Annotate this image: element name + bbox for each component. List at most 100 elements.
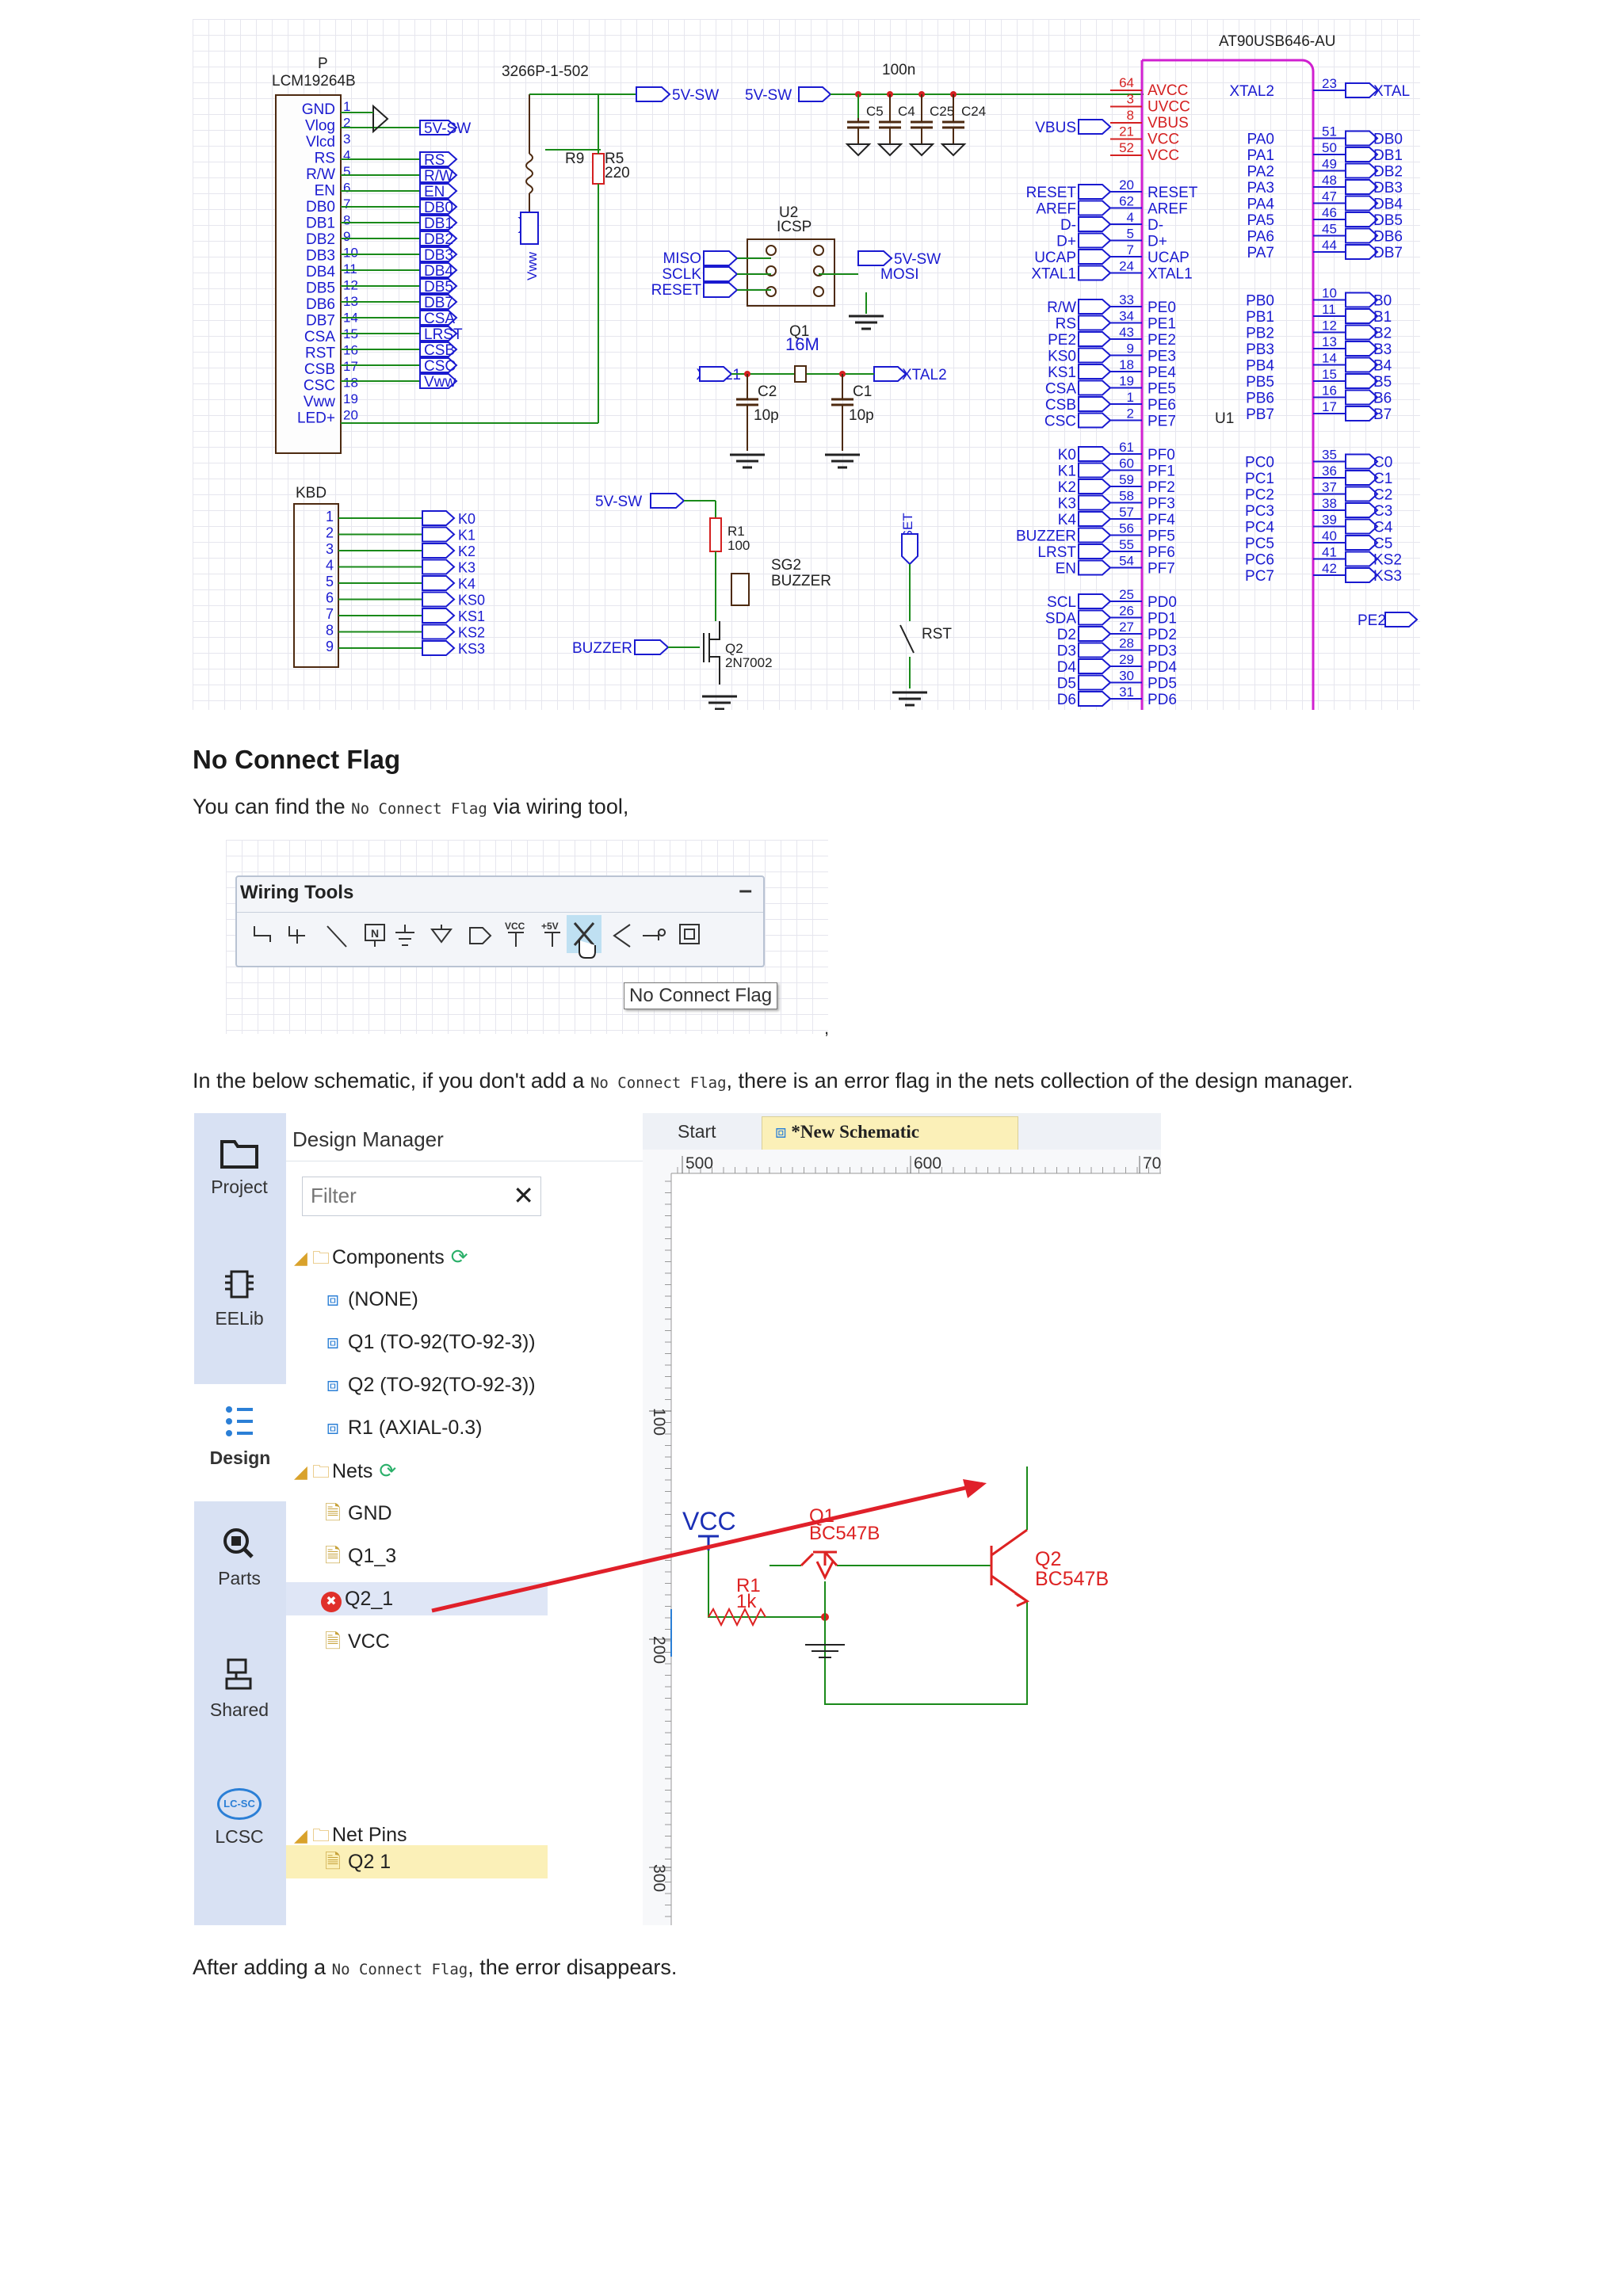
nav-design[interactable]: Design <box>194 1384 286 1501</box>
schematic-tab-icon: ⧈ <box>775 1122 787 1142</box>
minimize-button[interactable]: – <box>739 877 752 903</box>
clear-filter-icon[interactable]: ✕ <box>513 1181 534 1210</box>
cap-gnd-0 <box>845 143 872 157</box>
net-icon: 🗎 <box>324 1502 342 1524</box>
pin-icon-path <box>613 924 631 948</box>
lcm-pin-12: DB6 <box>306 296 335 313</box>
gnd-triangle <box>372 104 389 134</box>
wiring-tools-title: Wiring Tools <box>240 882 354 903</box>
filter-input[interactable] <box>303 1177 502 1214</box>
xtal2-flag <box>873 366 907 382</box>
refresh-icon[interactable]: ⟳ <box>450 1245 468 1268</box>
vww-port <box>520 212 539 245</box>
left-pin-15: 60 <box>1119 456 1134 471</box>
kbd-flag-1 <box>422 526 456 543</box>
right-net-2: DB1 <box>1373 147 1403 164</box>
right-pin-5: 47 <box>1322 189 1337 204</box>
group-icon-path <box>679 924 700 944</box>
right-net-18: C1 <box>1373 471 1392 487</box>
net-icon: 🗎 <box>324 1630 342 1653</box>
nav-parts[interactable]: Parts <box>194 1524 285 1589</box>
icsp-pin <box>813 265 824 277</box>
tab-start[interactable]: Start <box>646 1116 758 1148</box>
nav-shared[interactable]: Shared <box>194 1655 285 1721</box>
left-net-6: R/W <box>1047 299 1076 316</box>
editor-tabbar: Start ⧈ *New Schematic <box>643 1113 1161 1150</box>
bus-icon <box>288 926 305 944</box>
kbd-num-4: 5 <box>326 574 334 589</box>
cap-label-1: C4 <box>898 104 915 119</box>
nav-eelib[interactable]: EELib <box>194 1265 285 1329</box>
icsp-pin <box>766 265 777 277</box>
probe-icon-path <box>643 929 666 940</box>
lcm-pin-18: Vww <box>304 394 335 410</box>
right-pin-12: 13 <box>1322 334 1337 349</box>
lcm-net-14: CSC <box>424 358 456 375</box>
tree-component-0[interactable]: ⧈(NONE) <box>286 1283 548 1316</box>
u2-label: U2 <box>779 204 798 221</box>
r5-label: R5 <box>605 151 624 167</box>
left-net-1: AREF <box>1036 201 1076 218</box>
tree-net-3[interactable]: 🗎VCC <box>286 1625 548 1658</box>
lcm-pin-1: Vlog <box>305 118 335 135</box>
left-net-5: XTAL1 <box>1031 266 1076 283</box>
right-name-2: PA1 <box>1247 147 1274 164</box>
tree-net-1[interactable]: 🗎 Q1_3 <box>286 1539 548 1573</box>
nav-project[interactable]: Project <box>194 1134 285 1198</box>
left-flag-18 <box>1078 511 1112 527</box>
tree-net-pins[interactable]: ◢ 🗀Net Pins <box>286 1818 548 1852</box>
editor-canvas[interactable]: 500600700100200300VCCR11kQ1BC547BQ2BC547… <box>643 1150 1161 1925</box>
cap-gnd-3 <box>940 143 967 157</box>
lcm-num-7: 8 <box>343 213 350 228</box>
left-flag-23 <box>1078 609 1112 626</box>
tree-component-1[interactable]: ⧈Q1 (TO-92(TO-92-3)) <box>286 1325 548 1359</box>
c1-value: 10p <box>849 407 874 424</box>
left-flag-5 <box>1078 265 1112 281</box>
tree-components[interactable]: ◢ 🗀Components⟳ <box>286 1240 548 1273</box>
left-net-20: LRST <box>1037 544 1076 561</box>
kbd-num-6: 7 <box>326 606 334 622</box>
tree-net-pin-0[interactable]: 🗎Q2 1 <box>286 1845 548 1878</box>
filter-box[interactable]: ✕ <box>302 1177 541 1216</box>
tab-new-schematic[interactable]: ⧈ *New Schematic <box>762 1116 1018 1150</box>
refresh-icon[interactable]: ⟳ <box>379 1459 397 1482</box>
lcm-flag-15 <box>419 373 458 389</box>
r5-value: 220 <box>605 165 630 181</box>
vcc-icon-path <box>508 932 524 947</box>
tree-net-2[interactable]: ✖Q2_1 <box>286 1582 548 1615</box>
kbd-flag-7 <box>422 624 456 640</box>
paragraph-3: After adding a No Connect Flag, the erro… <box>193 1955 677 1980</box>
p1-post: via wiring tool, <box>487 795 629 818</box>
lcm-net-11: CSA <box>424 311 455 327</box>
tree-net-2-label: Q2_1 <box>345 1588 394 1610</box>
kbd-net-8: KS3 <box>458 641 485 657</box>
right-name-7: PA6 <box>1247 229 1274 246</box>
right-name-24: PC7 <box>1245 568 1274 585</box>
tree-net-1-label: Q1_3 <box>348 1545 397 1567</box>
lcm-pin-19: LED+ <box>297 410 335 427</box>
left-net-18: K4 <box>1058 512 1077 528</box>
icsp-flag-miso <box>703 250 739 266</box>
right-pin-21: 39 <box>1322 513 1337 528</box>
left-flag-20 <box>1078 543 1112 559</box>
lcm-net-6: DB2 <box>424 231 453 248</box>
right-name-10: PB1 <box>1246 309 1274 326</box>
left-flag-7 <box>1078 315 1112 331</box>
right-pin-23: 41 <box>1322 545 1337 560</box>
tree-nets[interactable]: ◢ 🗀Nets⟳ <box>286 1454 548 1487</box>
tree-component-2[interactable]: ⧈Q2 (TO-92(TO-92-3)) <box>286 1368 548 1402</box>
right-name-12: PB3 <box>1246 341 1274 358</box>
nav-lcsc[interactable]: LC-SC LCSC <box>194 1788 285 1848</box>
left-name-18: PF4 <box>1148 512 1175 528</box>
wire-icon-path <box>254 926 271 942</box>
tree-net-pin-0-label: Q2 1 <box>348 1851 391 1873</box>
net-icon: 🗎 <box>324 1545 342 1567</box>
tree-net-0[interactable]: 🗎GND <box>286 1497 548 1530</box>
right-name-0: XTAL2 <box>1229 83 1274 100</box>
left-flag-14 <box>1078 446 1112 462</box>
right-net-16: B7 <box>1373 406 1392 423</box>
right-pin-20: 38 <box>1322 496 1337 511</box>
left-net-26: D4 <box>1057 659 1077 676</box>
tree-component-3[interactable]: ⧈R1 (AXIAL-0.3) <box>286 1411 548 1444</box>
